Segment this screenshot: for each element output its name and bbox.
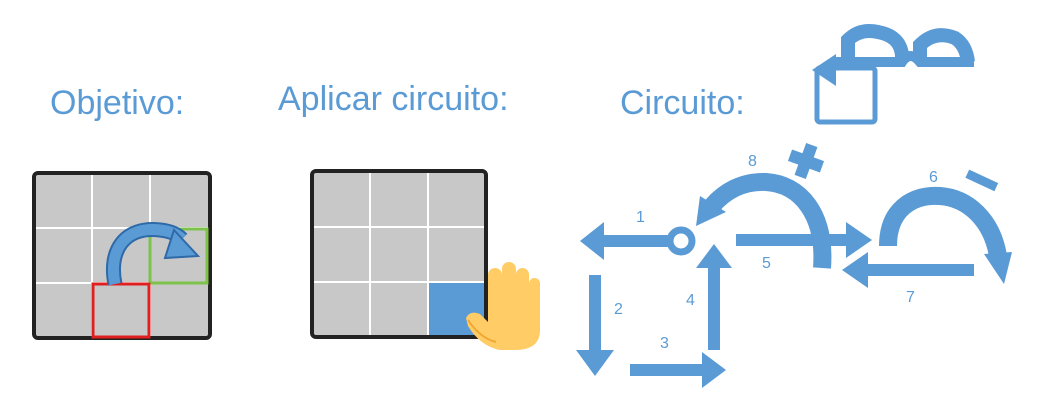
step-4-arrow	[696, 244, 732, 350]
step-label-6: 6	[929, 169, 938, 186]
step-label-4: 4	[686, 292, 695, 309]
objective-heading: Objetivo:	[50, 84, 185, 122]
curved-arrow-icon	[106, 222, 201, 286]
step-label-3: 3	[660, 335, 669, 352]
step-1-arrow	[580, 222, 696, 260]
hand-icon	[466, 262, 540, 350]
step-6-arrow	[879, 186, 1012, 284]
repeat-arrow-icon	[812, 54, 878, 125]
plus-icon	[787, 142, 825, 180]
objective-grid	[32, 171, 212, 340]
step-label-2: 2	[614, 301, 623, 318]
step-8-arrow	[696, 172, 832, 269]
step-3-arrow	[630, 352, 726, 388]
glasses-icon	[836, 24, 975, 67]
apply-circuit-heading: Aplicar circuito:	[278, 80, 509, 118]
circuit-heading: Circuito:	[620, 84, 745, 122]
start-cell	[91, 282, 151, 339]
step-label-5: 5	[762, 255, 771, 272]
step-7-arrow	[842, 252, 974, 288]
step-label-1: 1	[636, 209, 645, 226]
apply-grid	[310, 169, 488, 339]
step-5-arrow	[736, 222, 872, 258]
step-2-arrow	[576, 275, 614, 376]
step-label-8: 8	[748, 153, 757, 170]
minus-icon	[965, 169, 999, 192]
step-label-7: 7	[906, 289, 915, 306]
